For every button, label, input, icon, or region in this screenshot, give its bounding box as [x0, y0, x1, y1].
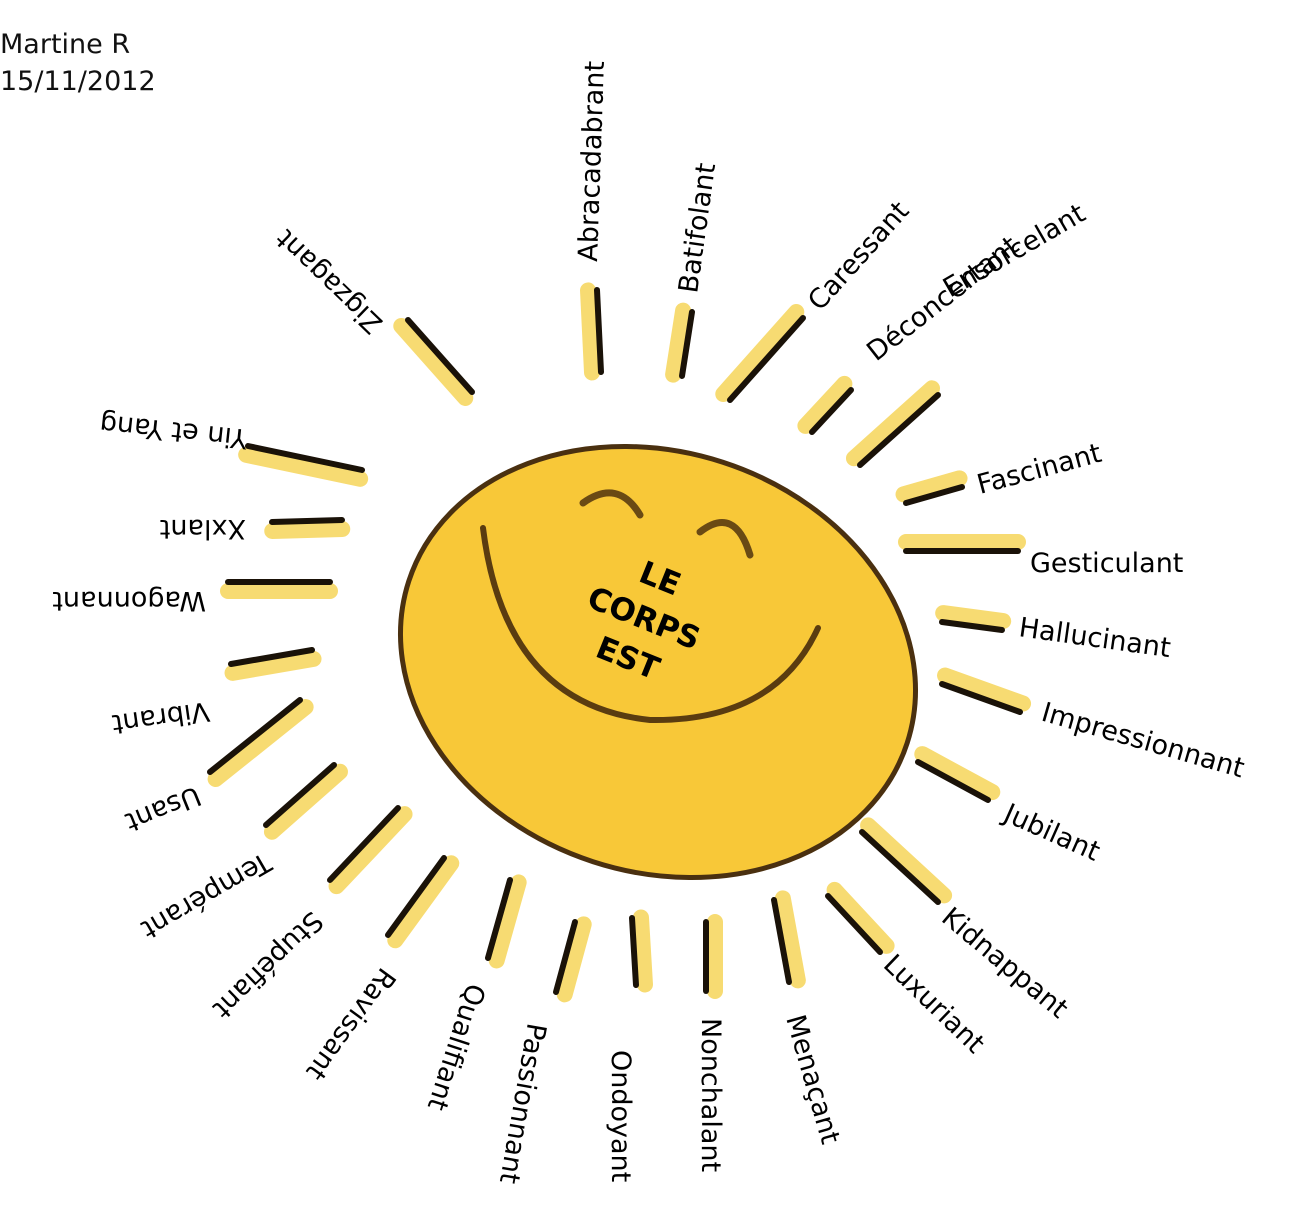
author-name: Martine R [0, 29, 131, 60]
ray-word-23: Xxlant [160, 513, 246, 544]
ray-line [263, 762, 337, 828]
ray-word-5: Fascinant [974, 438, 1105, 501]
ray-word-19: Tempérant [136, 845, 277, 944]
ray-glow [895, 470, 968, 503]
ray-word-17: Ravissant [300, 962, 402, 1086]
ray-line [245, 443, 365, 473]
ray-glow [632, 909, 653, 993]
ray-glow [665, 302, 692, 383]
ray-word-6: Gesticulant [1030, 548, 1183, 579]
ray-line [809, 387, 854, 435]
ray-glow [224, 650, 322, 681]
ray-line [405, 317, 475, 395]
ray-line [939, 681, 1023, 715]
ray-word-18: Stupéfiant [207, 905, 329, 1024]
ray-line [915, 759, 991, 803]
sun-eye-right [696, 519, 754, 559]
ray-word-9: Jubilant [997, 797, 1104, 867]
ray-glow [937, 667, 1032, 712]
ray-glow [387, 855, 460, 949]
author-block: Martine R 15/11/2012 [0, 26, 156, 100]
ray-glow [393, 317, 474, 406]
ray-line [327, 805, 401, 883]
ray-line [553, 919, 578, 995]
ray-glow [238, 446, 369, 487]
ray-glow [264, 520, 351, 539]
ray-line [939, 619, 1005, 633]
ray-word-4: Ensorcelant [938, 198, 1091, 304]
ray-glow [935, 605, 1012, 630]
ray-glow [797, 375, 853, 434]
ray-word-25: Zigzagant [270, 223, 389, 339]
ray-line [903, 484, 965, 506]
ray-word-14: Ondoyant [605, 1050, 636, 1182]
ray-glow [263, 763, 348, 840]
ray-word-13: Nonchalant [695, 1018, 726, 1172]
ray-glow [556, 916, 592, 1003]
ray-line [385, 855, 447, 938]
sun-smile [480, 525, 821, 724]
ray-line [207, 697, 303, 775]
ray-glow [914, 746, 1001, 801]
ray-word-0: Abracadabrant [573, 60, 611, 262]
ray-word-16: Qualifiant [421, 980, 491, 1114]
ray-line [629, 915, 639, 988]
ray-line [679, 309, 695, 379]
ray-line [485, 877, 513, 961]
ray-glow [580, 282, 601, 381]
ray-word-11: Luxuriant [877, 949, 990, 1060]
ray-word-8: Impressionnant [1038, 697, 1248, 784]
ray-word-20: Usant [121, 780, 205, 838]
author-date: 15/11/2012 [0, 66, 156, 97]
ray-glow [488, 874, 527, 969]
ray-glow [845, 380, 940, 467]
ray-word-7: Hallucinant [1017, 612, 1173, 664]
ray-word-1: Batifolant [673, 161, 722, 295]
ray-glow [826, 881, 895, 954]
ray-line [859, 829, 941, 905]
ray-glow [207, 699, 314, 788]
ray-line [771, 897, 792, 985]
ray-line [825, 893, 883, 955]
ray-word-12: Menaçant [779, 1011, 845, 1147]
ray-line [857, 392, 941, 468]
ray-word-24: Yin et Yang [98, 408, 250, 454]
sun-eye-left [579, 489, 644, 519]
ray-word-2: Caressant [802, 196, 915, 317]
ray-word-15: Passionnant [493, 1021, 552, 1186]
sun-face [398, 443, 918, 881]
ray-glow [328, 806, 413, 895]
ray-line [594, 287, 604, 375]
ray-line [228, 647, 315, 667]
ray-line [269, 517, 345, 525]
ray-glow [774, 890, 806, 989]
ray-word-21: Vibrant [110, 695, 211, 739]
sun-rays [207, 282, 1032, 1003]
ray-word-22: Wagonnant [52, 585, 206, 616]
ray-glow [860, 817, 953, 904]
ray-line [727, 315, 806, 403]
ray-glow [715, 304, 805, 403]
